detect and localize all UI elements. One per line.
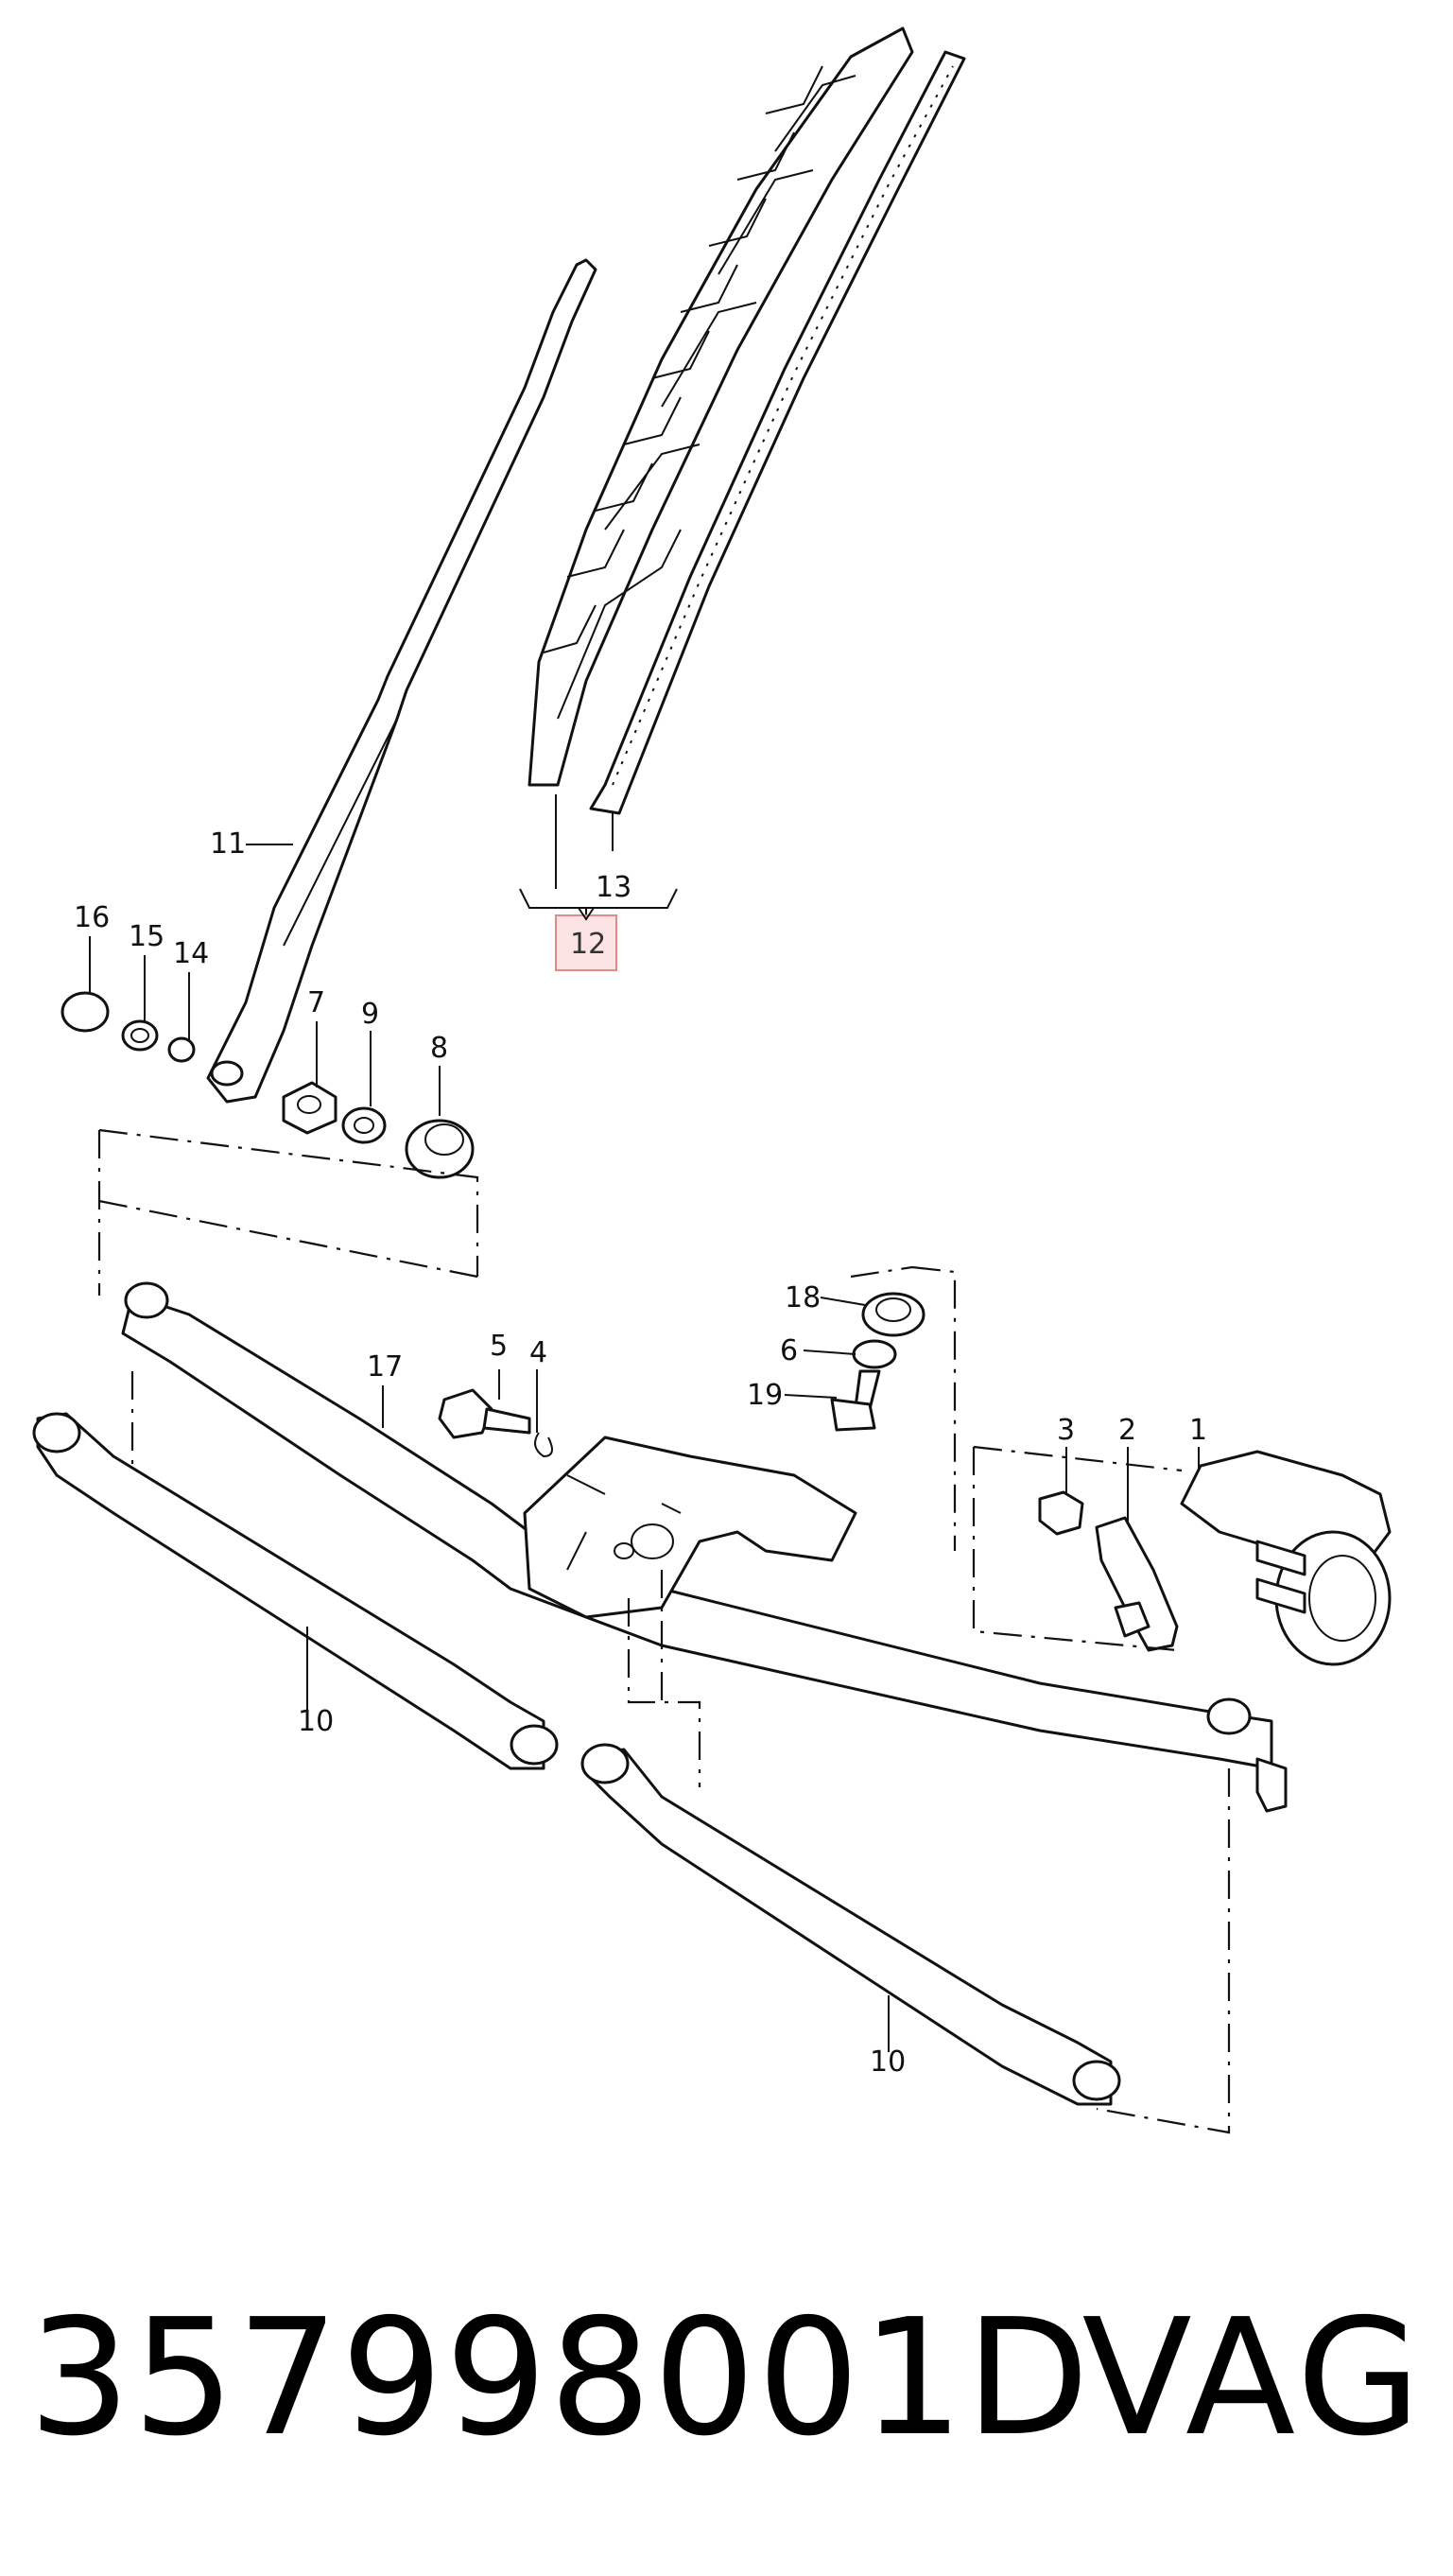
highlight-box-12 <box>555 914 617 971</box>
callout-6: 6 <box>780 1334 798 1367</box>
brand-name: VAG <box>1081 2285 1425 2472</box>
callout-16: 16 <box>74 901 110 934</box>
callout-13: 13 <box>596 871 631 904</box>
callout-7: 7 <box>307 986 325 1019</box>
callout-14: 14 <box>173 937 209 970</box>
drive-link-left <box>32 1412 559 1770</box>
motor-bracket <box>1095 1516 1179 1652</box>
bolt-and-clip <box>438 1388 553 1458</box>
grommet-washer-bolt <box>830 1292 925 1432</box>
part-number: 357998001D <box>28 2285 1092 2472</box>
callout-2: 2 <box>1118 1414 1136 1447</box>
callout-12: 12 <box>570 928 606 961</box>
drive-link-right <box>580 1743 1121 2106</box>
callout-10-right: 10 <box>870 2045 906 2079</box>
nut-3 <box>1038 1490 1084 1536</box>
callout-15: 15 <box>129 920 164 953</box>
callout-3: 3 <box>1057 1414 1075 1447</box>
callout-5: 5 <box>490 1330 508 1363</box>
callout-9: 9 <box>361 998 379 1031</box>
callout-1: 1 <box>1189 1414 1207 1447</box>
linkage-rod <box>121 1281 1288 1813</box>
callout-17: 17 <box>367 1350 403 1384</box>
wiper-arm <box>206 258 597 1104</box>
wiper-blade <box>528 26 966 815</box>
mounting-frame <box>523 1436 857 1619</box>
callout-10-left: 10 <box>298 1705 334 1738</box>
callout-18: 18 <box>785 1281 821 1314</box>
callout-8: 8 <box>430 1032 448 1065</box>
callout-19: 19 <box>747 1379 783 1412</box>
callout-4: 4 <box>529 1336 547 1369</box>
wiper-motor <box>1180 1450 1392 1666</box>
fasteners-row <box>61 991 475 1179</box>
callout-11: 11 <box>210 827 246 861</box>
